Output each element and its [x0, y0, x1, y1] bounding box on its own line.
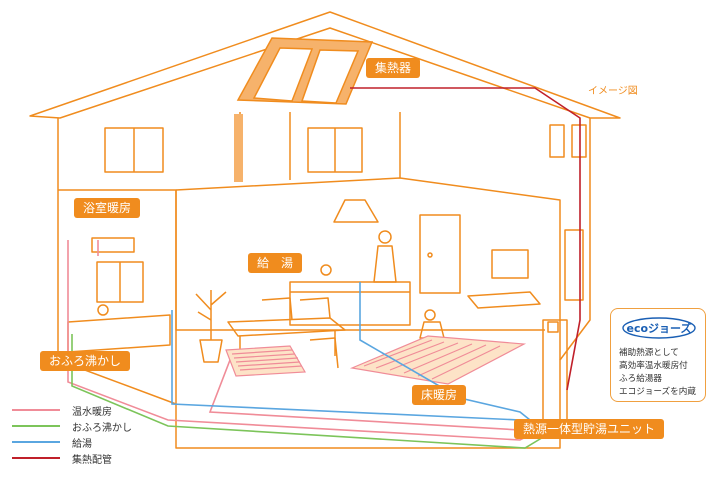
- second-floor-line: [58, 189, 177, 404]
- legend-label: 温水暖房: [72, 406, 112, 418]
- eco-jozu-callout: ecoジョーズ 補助熱源として 高効率温水暖房付 ふろ給湯器 エコジョーズを内蔵: [610, 308, 706, 402]
- chimney: [234, 114, 243, 182]
- legend-swatch-supply: [12, 441, 60, 443]
- eco-jozu-logo: ecoジョーズ: [622, 317, 696, 339]
- label-floor-heating: 床暖房: [412, 385, 467, 405]
- label-bath-reheat: おふろ沸かし: [40, 351, 131, 371]
- label-storage-unit: 熱源一体型貯湯ユニット: [514, 419, 665, 439]
- bathtub: [67, 314, 171, 353]
- floor-heating-zone-living: [349, 335, 527, 385]
- legend-swatch-heating: [12, 409, 60, 411]
- floor-heating-zone-dining: [225, 345, 307, 377]
- eco-line: 高効率温水暖房付: [619, 361, 688, 371]
- legend-label: 集熱配管: [72, 454, 112, 466]
- label-hot-water: 給 湯: [248, 253, 303, 273]
- pipe-legend: 温水暖房 おふろ沸かし 給湯 集熱配管: [12, 402, 132, 466]
- kitchen-counter: [289, 281, 411, 326]
- eco-line: 補助熱源として: [619, 348, 679, 358]
- legend-item: 集熱配管: [12, 450, 132, 466]
- eco-line: エコジョーズを内蔵: [619, 387, 696, 397]
- door: [419, 214, 461, 294]
- legend-label: 給湯: [72, 438, 92, 450]
- legend-swatch-reheat: [12, 425, 60, 427]
- person-kitchen: [373, 245, 397, 283]
- eco-line: ふろ給湯器: [619, 374, 662, 384]
- svg-text:ecoジョーズ: ecoジョーズ: [627, 321, 692, 335]
- house-outer-wall: [57, 118, 591, 449]
- legend-label: おふろ沸かし: [72, 422, 132, 434]
- dining-table: [227, 317, 346, 337]
- label-collector: 集熱器: [366, 58, 421, 78]
- legend-item: おふろ沸かし: [12, 418, 132, 434]
- storage-unit: [542, 319, 568, 431]
- legend-swatch-collector: [12, 457, 60, 459]
- legend-item: 温水暖房: [12, 402, 132, 418]
- legend-item: 給湯: [12, 434, 132, 450]
- tv: [491, 249, 529, 279]
- collector-pipe: [350, 87, 581, 391]
- solar-collector: [236, 37, 374, 105]
- label-bath-heating: 浴室暖房: [74, 198, 141, 218]
- note-image: イメージ図: [588, 86, 638, 97]
- plant: [199, 339, 223, 363]
- eco-jozu-description: 補助熱源として 高効率温水暖房付 ふろ給湯器 エコジョーズを内蔵: [619, 347, 696, 399]
